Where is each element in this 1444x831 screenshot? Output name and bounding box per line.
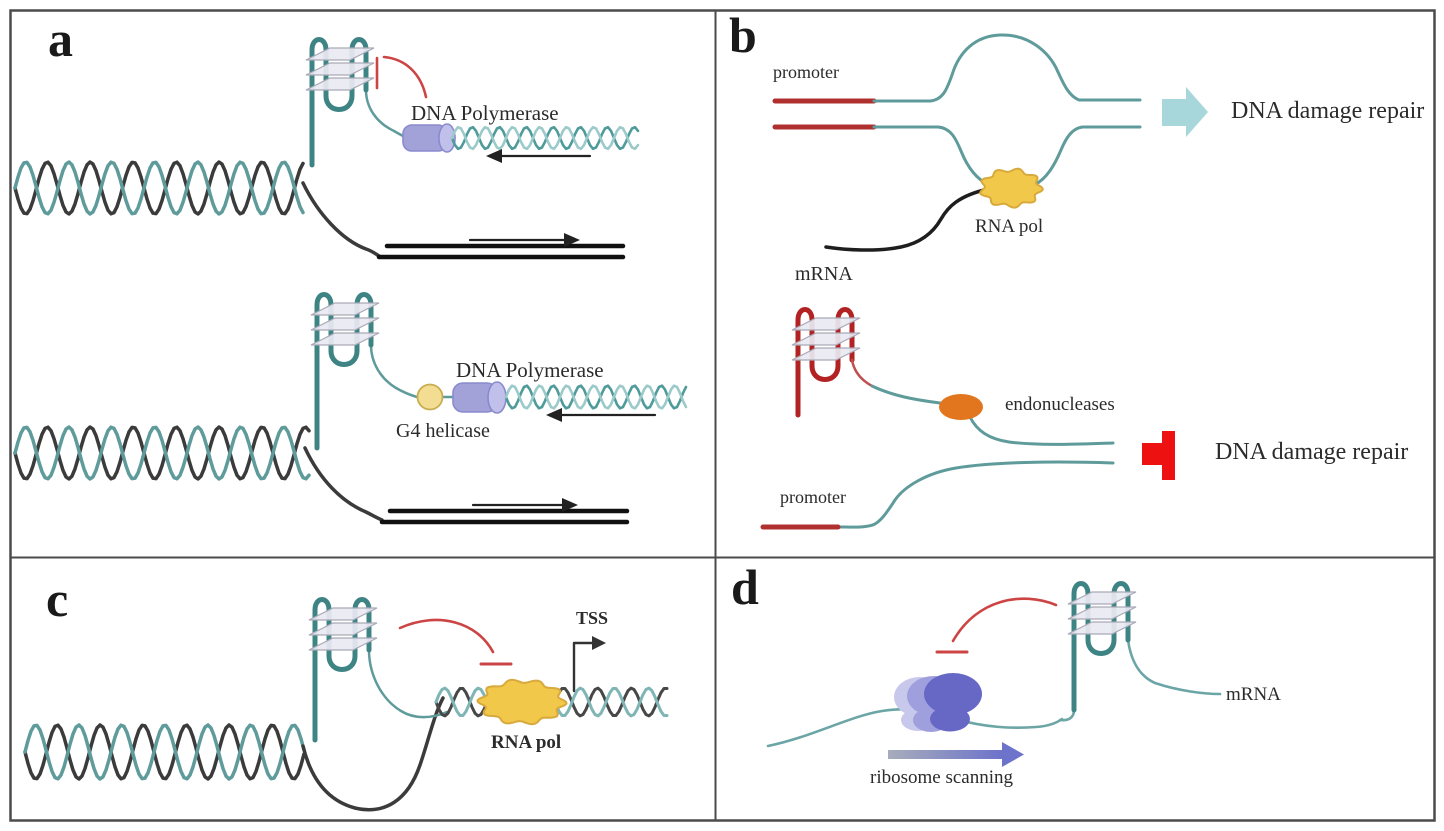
inhibition-arrow-c <box>398 618 513 666</box>
rna-pol-label-c: RNA pol <box>491 732 562 753</box>
ribosome-scanning-arrow <box>888 742 1024 767</box>
ribosome <box>894 673 982 732</box>
mrna-label-d: mRNA <box>1226 684 1281 705</box>
g-quadruplex <box>308 597 378 743</box>
mrna-label-b: mRNA <box>795 263 853 285</box>
endonucleases-label: endonucleases <box>1005 394 1115 415</box>
panel-c-letter: c <box>46 571 69 627</box>
dna-polymerase-label-top: DNA Polymerase <box>411 101 559 125</box>
g-quadruplex <box>791 307 861 418</box>
g-quadruplex <box>305 37 375 168</box>
panel-c-g4-blocks-transcription <box>23 597 669 812</box>
g-quadruplex <box>310 292 380 451</box>
ribosome-scanning-label: ribosome scanning <box>870 767 1014 788</box>
rna-pol-label-b: RNA pol <box>975 216 1044 237</box>
panel-b-transcription-promotes-repair <box>772 33 1208 252</box>
g4-helicase-protein <box>416 383 444 411</box>
tss-arrow <box>572 636 606 693</box>
dna-polymerase-label-bottom: DNA Polymerase <box>456 358 604 382</box>
g-quadruplex <box>1067 581 1137 713</box>
panel-a-g4-helicase-rescue <box>13 292 688 525</box>
panel-d-g4-blocks-translation <box>766 581 1222 767</box>
panel-b-letter: b <box>729 7 757 63</box>
tss-label: TSS <box>576 608 609 628</box>
dna-damage-repair-label-bottom: DNA damage repair <box>1215 439 1409 465</box>
dna-polymerase-top <box>402 123 456 153</box>
inhibition-arrow-a <box>375 55 428 99</box>
promoter-label-bottom: promoter <box>780 487 846 507</box>
panel-a-letter: a <box>48 11 73 67</box>
panel-a-g4-blocks-replication <box>13 37 640 260</box>
panel-b-g4-endonuclease-blocks-repair <box>760 307 1175 530</box>
figure-frame <box>9 9 1436 822</box>
g4-helicase-label: G4 helicase <box>396 420 490 442</box>
dna-polymerase-bottom <box>452 381 507 414</box>
panel-d-letter: d <box>731 559 759 615</box>
promoter-label-top: promoter <box>773 62 839 82</box>
dna-damage-repair-label-top: DNA damage repair <box>1231 98 1425 124</box>
inhibition-arrow-d <box>935 597 1058 654</box>
endonuclease-protein <box>939 394 983 420</box>
